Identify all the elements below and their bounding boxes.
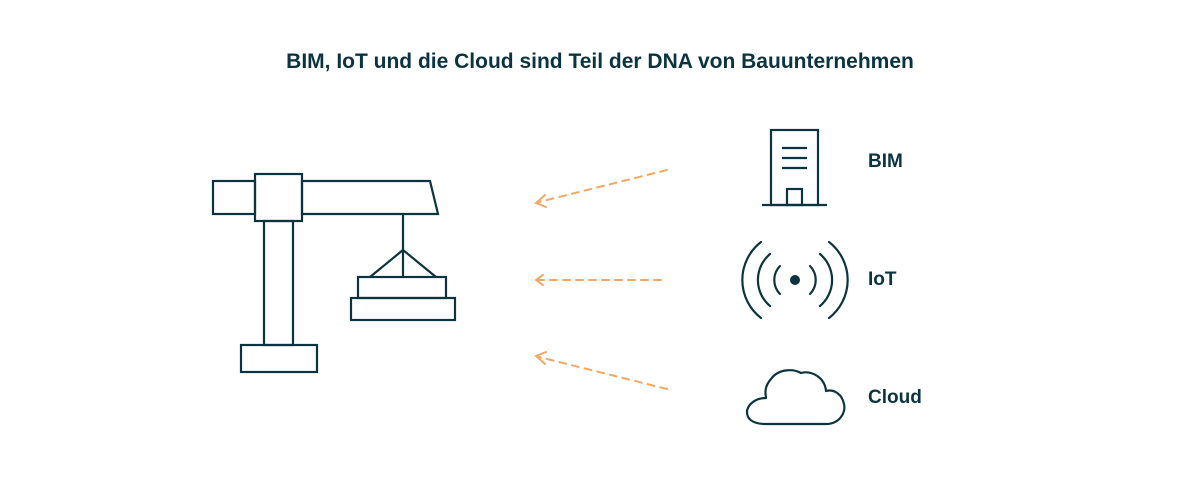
dashed-arrow-icon [534,169,668,390]
building-icon [762,128,827,207]
label-iot: IoT [868,269,897,290]
cloud-icon [745,369,846,426]
diagram-title: BIM, IoT und die Cloud sind Teil der DNA… [286,50,914,73]
wireless-signal-icon [741,240,849,320]
label-bim: BIM [868,151,903,172]
label-cloud: Cloud [868,387,922,408]
tower-crane-icon [211,172,457,374]
